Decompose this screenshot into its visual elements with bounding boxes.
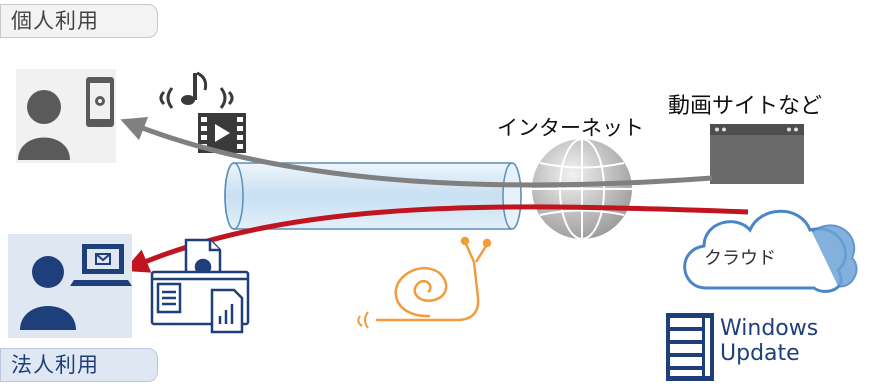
windows-update-label: Windows Update — [720, 316, 818, 366]
snail-icon — [357, 236, 492, 329]
person-laptop-icon — [8, 234, 132, 338]
cloud-label: クラウド — [704, 248, 776, 269]
gray-flow-arrow — [120, 116, 713, 188]
windows-update-line2: Update — [720, 341, 800, 366]
music-icon — [159, 71, 234, 109]
windows-update-line1: Windows — [720, 316, 819, 341]
cloud-icon — [683, 209, 858, 293]
documents-icon — [150, 238, 250, 334]
globe-icon — [532, 138, 632, 240]
corporate-use-tag: 法人利用 — [0, 348, 158, 382]
person-smartphone-icon — [16, 69, 116, 163]
personal-use-tag: 個人利用 — [0, 4, 158, 38]
internet-label: インターネット — [497, 116, 644, 140]
server-icon — [666, 313, 714, 381]
video-film-icon — [198, 113, 246, 153]
network-pipe — [224, 162, 522, 230]
browser-window-icon — [710, 124, 804, 184]
video-sites-label: 動画サイトなど — [668, 94, 823, 119]
